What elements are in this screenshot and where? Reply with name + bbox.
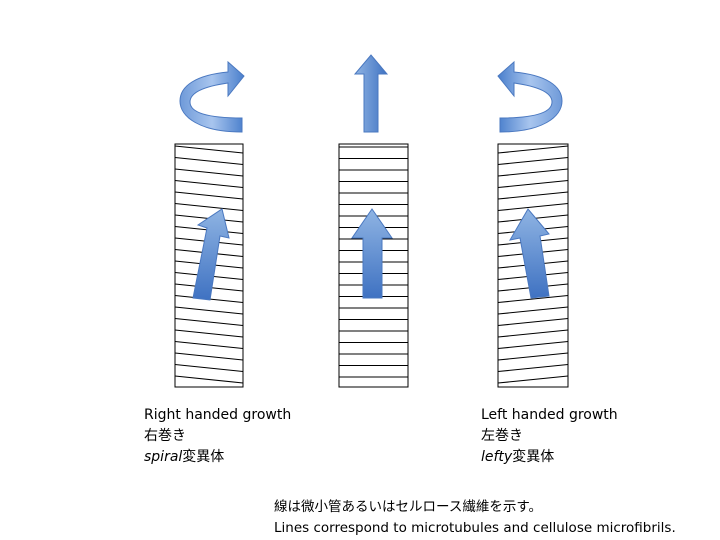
microtubule-line: [497, 317, 569, 327]
counterclockwise-curved-arrow-icon: [497, 60, 563, 133]
microtubule-line: [174, 145, 244, 154]
microtubule-line: [174, 340, 244, 350]
left-handed-mutant: lefty変異体: [481, 447, 618, 468]
microtubule-line: [174, 375, 244, 384]
right-handed-tilted-arrow-icon: [192, 208, 230, 301]
microtubule-line: [497, 340, 569, 350]
microtubule-line: [497, 306, 569, 315]
microtubule-line: [497, 363, 569, 373]
microtubule-line: [174, 329, 244, 338]
microtubule-line: [497, 352, 569, 361]
microtubule-line: [174, 363, 244, 373]
left-handed-caption: Left handed growth 左巻き lefty変異体: [481, 405, 618, 468]
microtubule-line: [174, 317, 244, 327]
microtubule-line: [497, 202, 569, 212]
straight-column: [338, 143, 409, 388]
microtubule-line: [174, 156, 244, 166]
right-handed-caption: Right handed growth 右巻き spiral変異体: [144, 405, 291, 468]
microtubule-line: [497, 329, 569, 338]
right-handed-mutant-italic: spiral: [144, 449, 183, 465]
microtubule-line: [497, 191, 569, 200]
microtubule-line: [174, 168, 244, 177]
left-handed-title: Left handed growth: [481, 407, 618, 423]
left-handed-mutant-suffix: 変異体: [512, 449, 555, 465]
left-handed-jp: 左巻き: [481, 428, 523, 444]
left-handed-column: [497, 143, 569, 388]
microtubule-line: [497, 145, 569, 154]
figure-note-jp: 線は微小管あるいはセルロース繊維を示す。: [274, 499, 542, 515]
microtubule-line: [497, 375, 569, 384]
microtubule-line: [497, 294, 569, 304]
figure-note-en: Lines correspond to microtubules and cel…: [274, 520, 676, 536]
microtubule-line: [497, 156, 569, 166]
straight-up-arrow-icon: [351, 208, 393, 299]
right-handed-jp: 右巻き: [144, 428, 186, 444]
microtubule-line: [497, 168, 569, 177]
microtubule-line: [174, 306, 244, 315]
left-handed-tilted-arrow-icon: [509, 208, 550, 299]
right-handed-title: Right handed growth: [144, 407, 292, 423]
right-handed-mutant: spiral変異体: [144, 447, 291, 468]
microtubule-line: [497, 179, 569, 189]
right-handed-column: [174, 143, 244, 388]
microtubule-line: [174, 179, 244, 189]
microtubule-line: [174, 202, 244, 212]
left-handed-mutant-italic: lefty: [481, 449, 513, 465]
clockwise-curved-arrow-icon: [179, 60, 245, 133]
right-handed-mutant-suffix: 変異体: [182, 449, 225, 465]
microtubule-line: [174, 191, 244, 200]
figure-note: 線は微小管あるいはセルロース繊維を示す。 Lines correspond to…: [274, 497, 676, 539]
microtubule-line: [174, 352, 244, 361]
up-arrow-icon: [353, 54, 389, 133]
